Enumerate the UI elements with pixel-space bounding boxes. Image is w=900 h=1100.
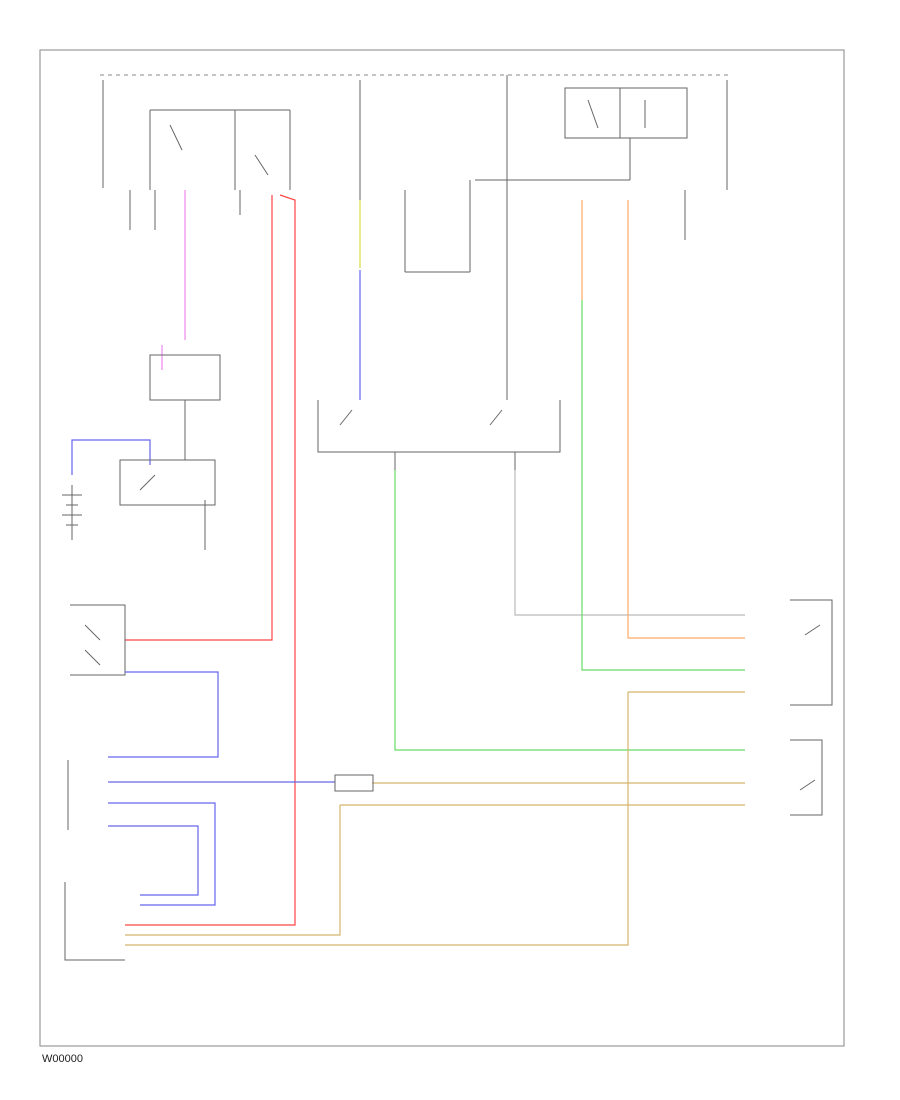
left-blue-wires	[108, 671, 335, 906]
body-control-module-lower	[64, 882, 125, 961]
diagram-code: W00000	[42, 1053, 83, 1065]
tan-wires	[125, 691, 745, 946]
diagram-frame	[39, 49, 845, 1047]
door-switch-upper	[790, 599, 833, 706]
door-switch-lower	[790, 739, 823, 816]
ignition-switch	[317, 200, 561, 470]
orange-wire	[627, 200, 745, 639]
left-fuse-block	[102, 80, 291, 230]
pink-wire	[161, 190, 186, 370]
red-wire	[125, 194, 296, 926]
small-relay	[149, 354, 221, 460]
green-wire-right	[581, 300, 745, 671]
brake-switch	[70, 604, 126, 676]
relay-box	[475, 80, 728, 190]
gray-wire	[514, 470, 745, 616]
starter-battery-area	[62, 439, 216, 550]
door-lock-module	[334, 774, 374, 792]
green-wire-center	[394, 470, 745, 751]
middle-fuses	[359, 75, 686, 273]
